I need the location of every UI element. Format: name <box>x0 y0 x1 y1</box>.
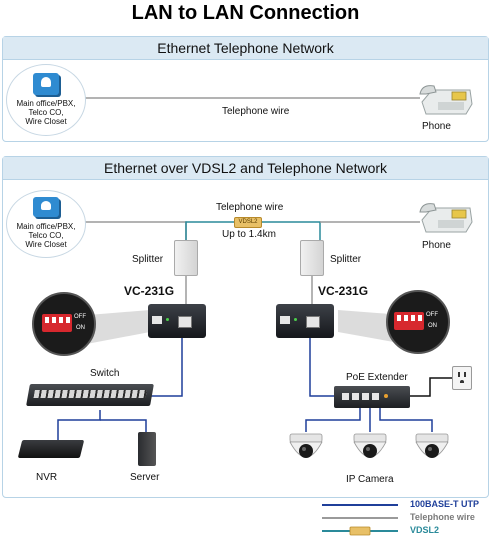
distance-label: Up to 1.4km <box>222 229 276 240</box>
vc231g-left-label: VC-231G <box>124 284 175 298</box>
vc231g-left-device <box>148 304 206 338</box>
bottom-panel-heading: Ethernet over VDSL2 and Telephone Networ… <box>3 157 488 180</box>
dip-switch-right: OFF ON <box>386 290 450 354</box>
vdsl2-tag: VDSL2 <box>234 217 262 228</box>
splitter-right-label: Splitter <box>330 254 362 265</box>
splitter-right-icon <box>300 240 324 276</box>
server-label: Server <box>130 472 160 483</box>
ip-camera-1-icon <box>286 432 326 468</box>
office-label-line2: Telco CO, <box>28 231 64 240</box>
switch-label: Switch <box>90 368 120 379</box>
splitter-left-icon <box>174 240 198 276</box>
server-device <box>138 432 156 466</box>
office-pbx-icon <box>33 197 59 217</box>
vc231g-right-label: VC-231G <box>318 284 369 298</box>
vdsl2-tag-label: VDSL2 <box>238 219 258 225</box>
phone-icon-bottom <box>418 198 474 236</box>
legend-vdsl-label: VDSL2 <box>410 525 440 535</box>
legend-utp-label: 100BASE-T UTP <box>410 499 480 509</box>
office-pbx-icon <box>33 73 59 95</box>
vc231g-right-device <box>276 304 334 338</box>
office-label-line2: Telco CO, <box>28 108 64 117</box>
legend-telephone-label: Telephone wire <box>410 512 475 522</box>
telephone-wire-label-bottom: Telephone wire <box>216 202 284 213</box>
telephone-wire-label-top: Telephone wire <box>222 106 290 117</box>
diagram-title: LAN to LAN Connection <box>131 2 360 24</box>
ip-camera-3-icon <box>412 432 452 468</box>
top-panel-heading: Ethernet Telephone Network <box>3 37 488 60</box>
office-label-line1: Main office/PBX, <box>16 222 76 231</box>
splitter-left-label: Splitter <box>132 254 164 265</box>
dip-off-label-left: OFF <box>74 314 86 320</box>
dip-switch-left: OFF ON <box>32 292 96 356</box>
dip-on-label-left: ON <box>76 325 85 331</box>
phone-label-bottom: Phone <box>422 240 451 251</box>
ip-camera-label: IP Camera <box>346 474 394 485</box>
office-label-line1: Main office/PBX, <box>16 99 76 108</box>
power-outlet-icon <box>452 366 472 390</box>
legend-vdsl-tag-icon <box>349 526 371 536</box>
poe-extender-device <box>334 386 410 408</box>
dip-on-label-right: ON <box>428 323 437 329</box>
main-office-node-top: Main office/PBX, Telco CO, Wire Closet <box>6 64 86 136</box>
poe-extender-label: PoE Extender <box>346 372 408 383</box>
office-label-line3: Wire Closet <box>25 240 67 249</box>
office-label-line3: Wire Closet <box>25 117 67 126</box>
main-office-node-bottom: Main office/PBX, Telco CO, Wire Closet <box>6 190 86 258</box>
ip-camera-2-icon <box>350 432 390 468</box>
dip-off-label-right: OFF <box>426 312 438 318</box>
nvr-label: NVR <box>36 472 58 483</box>
phone-icon-top <box>418 80 474 118</box>
phone-label-top: Phone <box>422 121 451 132</box>
